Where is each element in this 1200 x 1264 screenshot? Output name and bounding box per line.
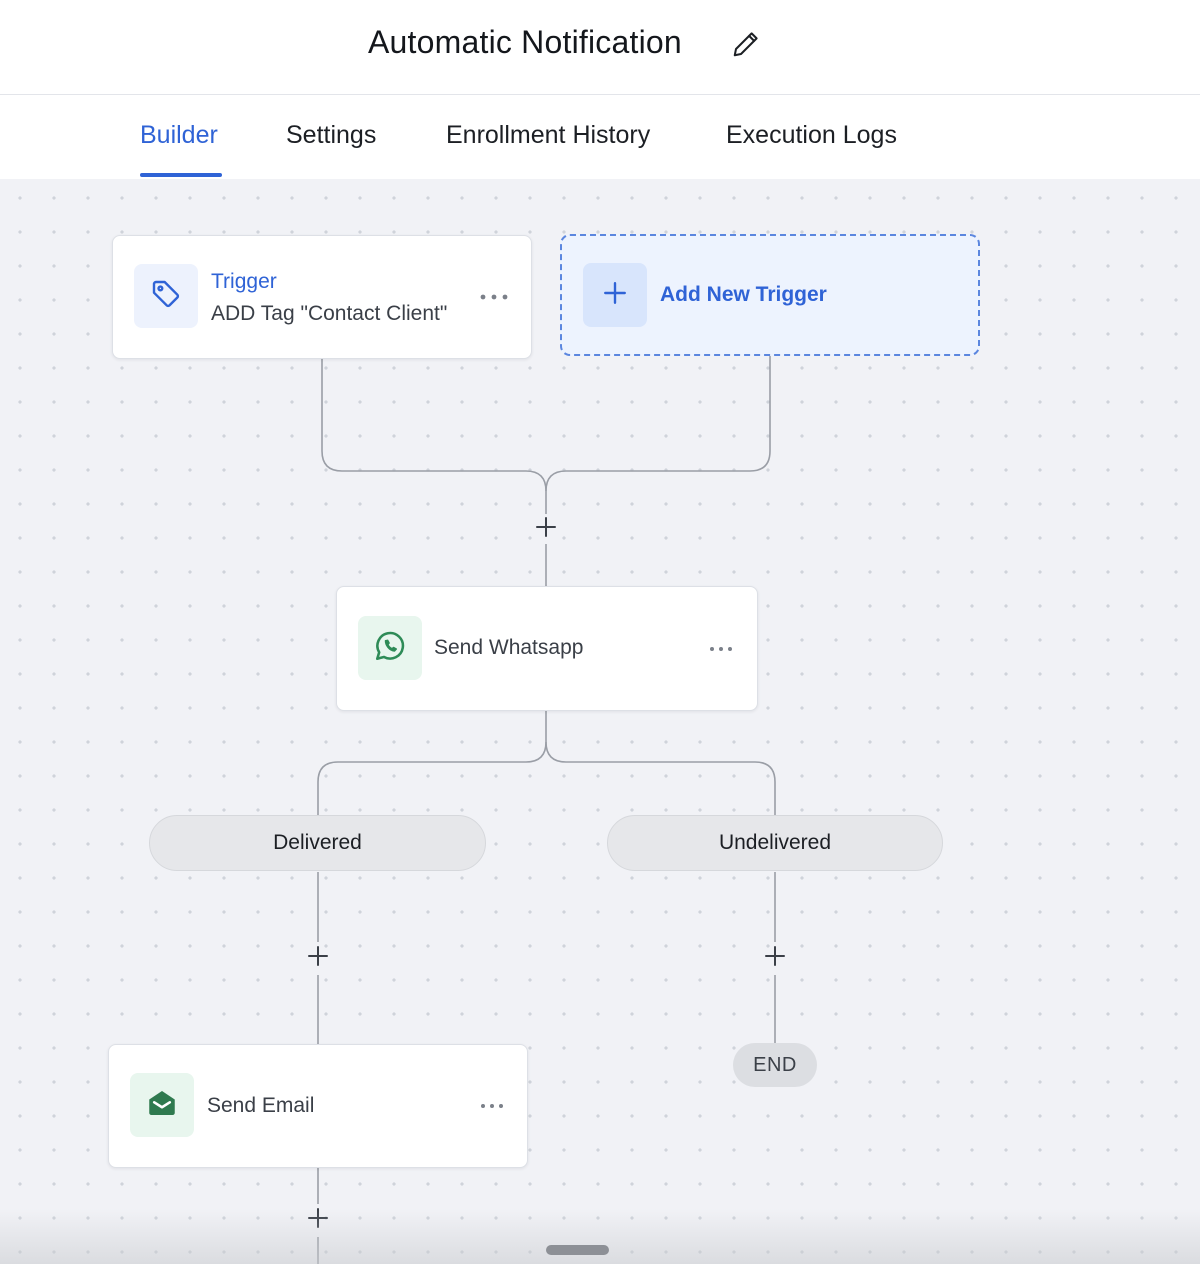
edit-title-button[interactable] bbox=[728, 28, 764, 64]
whatsapp-icon bbox=[372, 628, 408, 669]
add-new-trigger-button[interactable]: Add New Trigger bbox=[560, 234, 980, 356]
tab-execution-logs[interactable]: Execution Logs bbox=[726, 121, 897, 149]
email-more-button[interactable] bbox=[477, 1095, 507, 1115]
plus-icon bbox=[535, 516, 557, 543]
send-whatsapp-card[interactable]: Send Whatsapp bbox=[336, 586, 758, 711]
add-new-trigger-label: Add New Trigger bbox=[660, 283, 827, 306]
more-horizontal-icon bbox=[480, 1096, 504, 1114]
undelivered-branch[interactable]: Undelivered bbox=[607, 815, 943, 871]
add-step-after-email-button[interactable] bbox=[304, 1206, 332, 1234]
trigger-icon-box bbox=[134, 264, 198, 328]
page-header: Automatic Notification bbox=[0, 0, 1200, 95]
email-icon-box bbox=[130, 1073, 194, 1137]
plus-icon bbox=[307, 945, 329, 972]
whatsapp-more-button[interactable] bbox=[706, 638, 736, 658]
envelope-open-icon bbox=[145, 1086, 179, 1125]
tab-enrollment-history[interactable]: Enrollment History bbox=[446, 121, 651, 149]
end-node: END bbox=[733, 1043, 817, 1087]
tag-icon bbox=[150, 278, 182, 315]
add-step-undelivered-button[interactable] bbox=[761, 944, 789, 972]
scroll-handle[interactable] bbox=[546, 1245, 609, 1255]
whatsapp-icon-box bbox=[358, 616, 422, 680]
add-trigger-icon-box bbox=[583, 263, 647, 327]
pencil-icon bbox=[731, 29, 761, 64]
add-step-button[interactable] bbox=[532, 515, 560, 543]
add-step-delivered-button[interactable] bbox=[304, 944, 332, 972]
delivered-branch[interactable]: Delivered bbox=[149, 815, 486, 871]
send-email-card[interactable]: Send Email bbox=[108, 1044, 528, 1168]
send-email-label: Send Email bbox=[207, 1094, 315, 1117]
plus-icon bbox=[307, 1207, 329, 1234]
tab-builder[interactable]: Builder bbox=[140, 121, 218, 149]
tab-bar: Builder Settings Enrollment History Exec… bbox=[0, 95, 1200, 179]
more-horizontal-icon bbox=[480, 287, 508, 305]
trigger-more-button[interactable] bbox=[479, 286, 509, 306]
plus-icon bbox=[602, 280, 628, 311]
trigger-title: Trigger bbox=[211, 270, 277, 293]
send-whatsapp-label: Send Whatsapp bbox=[434, 636, 584, 659]
plus-icon bbox=[764, 945, 786, 972]
active-tab-indicator bbox=[140, 173, 222, 177]
trigger-card[interactable]: Trigger ADD Tag "Contact Client" bbox=[112, 235, 532, 359]
tab-settings[interactable]: Settings bbox=[286, 121, 377, 149]
workflow-canvas[interactable]: Trigger ADD Tag "Contact Client" Add New… bbox=[0, 179, 1200, 1264]
more-horizontal-icon bbox=[709, 639, 733, 657]
trigger-description: ADD Tag "Contact Client" bbox=[211, 302, 448, 325]
page-title: Automatic Notification bbox=[368, 24, 682, 60]
